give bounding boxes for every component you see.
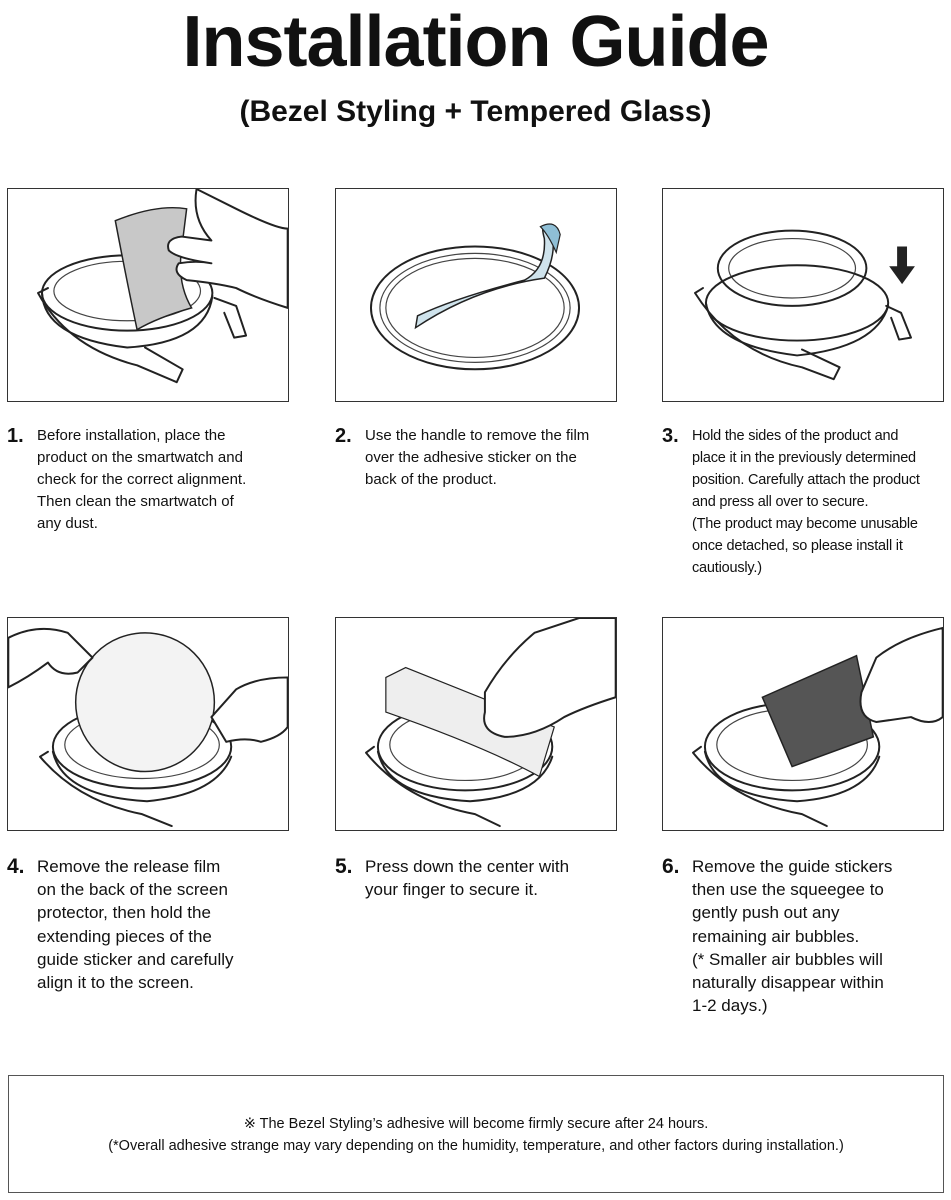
step-number: 5. [335,855,353,878]
illustration-step-5 [335,617,617,831]
step-text: Remove the guide stickers then use the s… [692,857,893,1016]
illustration-step-3 [662,188,944,402]
step-number: 6. [662,855,680,878]
step-number: 4. [7,855,25,878]
bezel-placement-arrow-icon [694,229,915,381]
illustration-step-4 [7,617,289,831]
step-text: Press down the center with your finger t… [365,857,570,900]
finger-press-center-icon [365,618,616,828]
watch-with-film-hand-icon [37,189,288,384]
screen-protector-alignment-icon [8,627,288,828]
illustration-step-2 [335,188,617,402]
adhesive-note-line-2: (*Overall adhesive strange may vary depe… [108,1138,844,1154]
step-text: Use the handle to remove the film over t… [365,427,590,488]
adhesive-note-box: ※ The Bezel Styling’s adhesive will beco… [8,1075,944,1193]
step-number: 2. [335,425,352,447]
step-text: Before installation, place the product o… [37,427,247,532]
step-text: Hold the sides of the product and place … [692,428,920,576]
page-title: Installation Guide [182,2,769,82]
step-text: Remove the release film on the back of t… [37,857,234,993]
bezel-adhesive-film-peel-icon [370,223,581,371]
squeegee-bubbles-icon [692,626,943,828]
step-number: 1. [7,425,24,447]
step-number: 3. [662,425,679,447]
adhesive-note-line-1: ※ The Bezel Styling’s adhesive will beco… [243,1116,709,1132]
illustration-step-6 [662,617,944,831]
illustration-step-1 [7,188,289,402]
page-subtitle: (Bezel Styling + Tempered Glass) [239,95,712,128]
